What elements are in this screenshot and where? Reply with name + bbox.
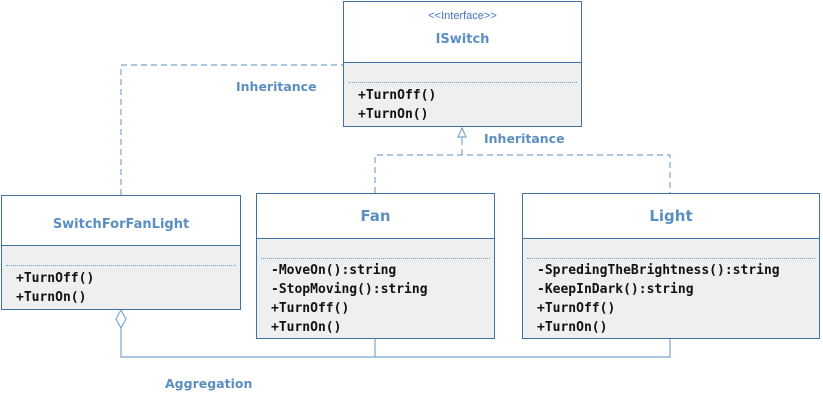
light-member: +TurnOff() [537, 301, 616, 316]
interface-member: +TurnOff() [358, 88, 437, 103]
fan-member: +TurnOff() [271, 301, 350, 316]
light-member: +TurnOn() [537, 320, 608, 335]
switch-member: +TurnOff() [16, 271, 95, 286]
fan-member: +TurnOn() [271, 320, 342, 335]
aggregation-line [120, 328, 671, 358]
class-name-light: Light [649, 207, 693, 225]
section-separator [348, 82, 577, 83]
class-divider [344, 62, 581, 63]
inheritance-label-left: Inheritance [236, 79, 317, 94]
class-box-fan[interactable]: Fan -MoveOn():string -StopMoving():strin… [256, 193, 495, 339]
class-name-fan: Fan [360, 207, 391, 225]
class-divider [523, 238, 819, 239]
inheritance-label-center: Inheritance [484, 131, 565, 146]
fan-member: -StopMoving():string [271, 282, 428, 297]
class-box-iswitch[interactable]: <<Interface>> ISwitch +TurnOff() +TurnOn… [343, 1, 582, 127]
aggregation-label: Aggregation [165, 376, 253, 391]
inheritance-arrowhead-icon [457, 126, 467, 138]
switch-members: +TurnOff() +TurnOn() [16, 269, 94, 307]
light-members: -SpredingTheBrightness():string -KeepInD… [537, 261, 780, 337]
section-separator [527, 258, 815, 259]
section-separator [261, 258, 490, 259]
interface-name: ISwitch [435, 32, 490, 47]
class-box-switchforfanlight[interactable]: SwitchForFanLight +TurnOff() +TurnOn() [1, 195, 241, 310]
inheritance-line-fan-light [374, 154, 671, 193]
light-member: -SpredingTheBrightness():string [537, 263, 780, 278]
class-divider [2, 245, 240, 246]
class-name-switchforfanlight: SwitchForFanLight [52, 217, 190, 232]
fan-members: -MoveOn():string -StopMoving():string +T… [271, 261, 428, 337]
class-box-light[interactable]: Light -SpredingTheBrightness():string -K… [522, 193, 820, 339]
fan-member: -MoveOn():string [271, 263, 397, 278]
switch-member: +TurnOn() [16, 290, 87, 305]
section-separator [6, 265, 236, 266]
interface-stereotype: <<Interface>> [428, 10, 497, 22]
interface-member: +TurnOn() [358, 107, 429, 122]
interface-members: +TurnOff() +TurnOn() [358, 86, 436, 124]
aggregation-diamond-icon [115, 308, 127, 330]
inheritance-line-switch [120, 64, 343, 195]
class-divider [257, 238, 494, 239]
light-member: -KeepInDark():string [537, 282, 694, 297]
